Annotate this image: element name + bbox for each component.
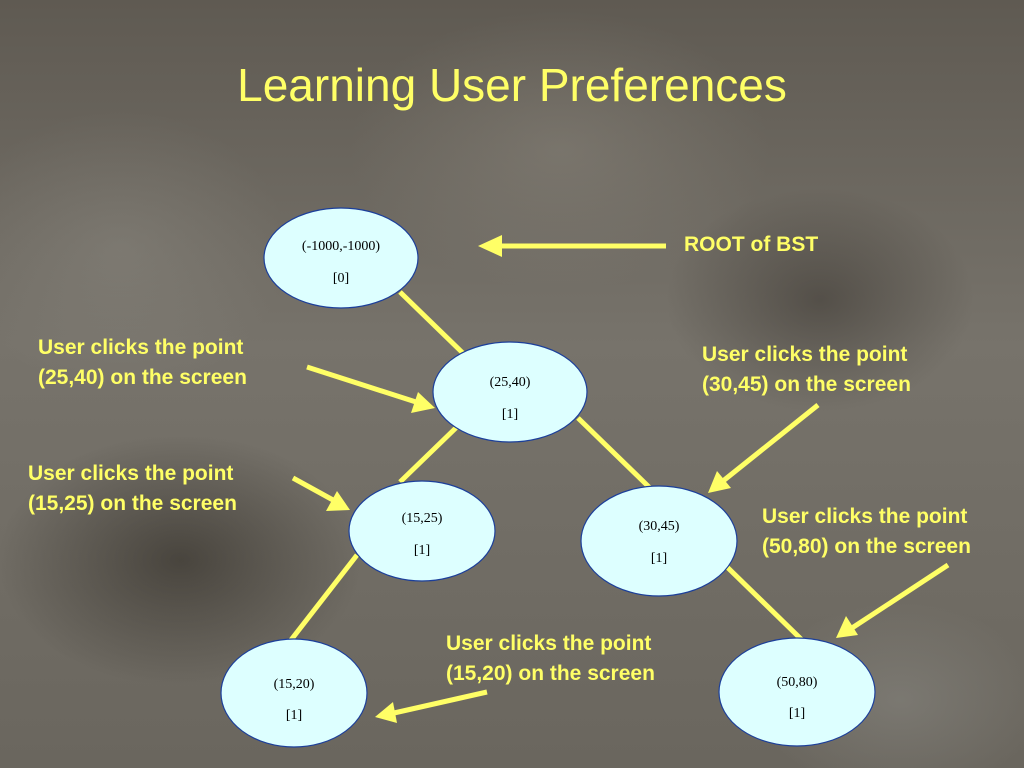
node-count-label: [0]	[333, 271, 349, 286]
arrow-50-80	[836, 562, 950, 638]
annotation-line: User clicks the point	[38, 336, 244, 359]
bst-node-15-25: (15,25) [1]	[348, 480, 496, 582]
node-point-label: (15,20)	[274, 677, 315, 692]
node-point-label: (25,40)	[490, 375, 531, 390]
annotation-30-45: User clicks the point (30,45) on the scr…	[702, 340, 911, 400]
arrow-15-20	[375, 689, 488, 723]
arrow-root	[478, 235, 666, 257]
arrow-15-25	[291, 475, 350, 511]
annotation-line: (15,20) on the screen	[446, 662, 655, 685]
annotation-50-80: User clicks the point (50,80) on the scr…	[762, 502, 971, 562]
tree-edges	[289, 290, 804, 642]
annotation-line: User clicks the point	[28, 462, 234, 485]
bst-node-25-40: (25,40) [1]	[432, 341, 588, 443]
bst-node-50-80: (50,80) [1]	[718, 637, 876, 747]
edge-30-45-to-50-80	[723, 563, 804, 642]
annotation-line: (25,40) on the screen	[38, 366, 247, 389]
bst-node-15-20: (15,20) [1]	[220, 638, 368, 748]
edge-root-to-25-40	[398, 290, 472, 362]
annotation-line: ROOT of BST	[684, 233, 819, 256]
node-count-label: [1]	[286, 708, 302, 723]
annotation-line: (30,45) on the screen	[702, 373, 911, 396]
annotation-line: User clicks the point	[702, 343, 908, 366]
node-count-label: [1]	[651, 551, 667, 566]
edge-15-25-to-15-20	[289, 553, 359, 642]
node-count-label: [1]	[502, 407, 518, 422]
node-point-label: (30,45)	[639, 519, 680, 534]
edge-25-40-to-15-25	[398, 420, 464, 484]
node-count-label: [1]	[789, 706, 805, 721]
annotation-line: User clicks the point	[446, 632, 652, 655]
annotation-15-25: User clicks the point (15,25) on the scr…	[28, 459, 237, 519]
bst-node-30-45: (30,45) [1]	[580, 485, 738, 597]
annotation-15-20: User clicks the point (15,20) on the scr…	[446, 629, 655, 689]
annotation-line: (15,25) on the screen	[28, 492, 237, 515]
node-point-label: (15,25)	[402, 511, 443, 526]
node-count-label: [1]	[414, 543, 430, 558]
annotation-25-40: User clicks the point (25,40) on the scr…	[38, 333, 247, 393]
node-point-label: (-1000,-1000)	[302, 239, 380, 254]
annotation-root: ROOT of BST	[684, 230, 818, 260]
annotation-line: User clicks the point	[762, 505, 968, 528]
slide-title: Learning User Preferences	[237, 59, 787, 111]
annotation-line: (50,80) on the screen	[762, 535, 971, 558]
annotation-arrows	[291, 235, 950, 723]
arrow-25-40	[306, 364, 435, 413]
arrow-30-45	[708, 403, 820, 493]
node-point-label: (50,80)	[777, 675, 818, 690]
bst-node-root: (-1000,-1000) [0]	[263, 207, 419, 309]
edge-25-40-to-30-45	[576, 416, 652, 490]
